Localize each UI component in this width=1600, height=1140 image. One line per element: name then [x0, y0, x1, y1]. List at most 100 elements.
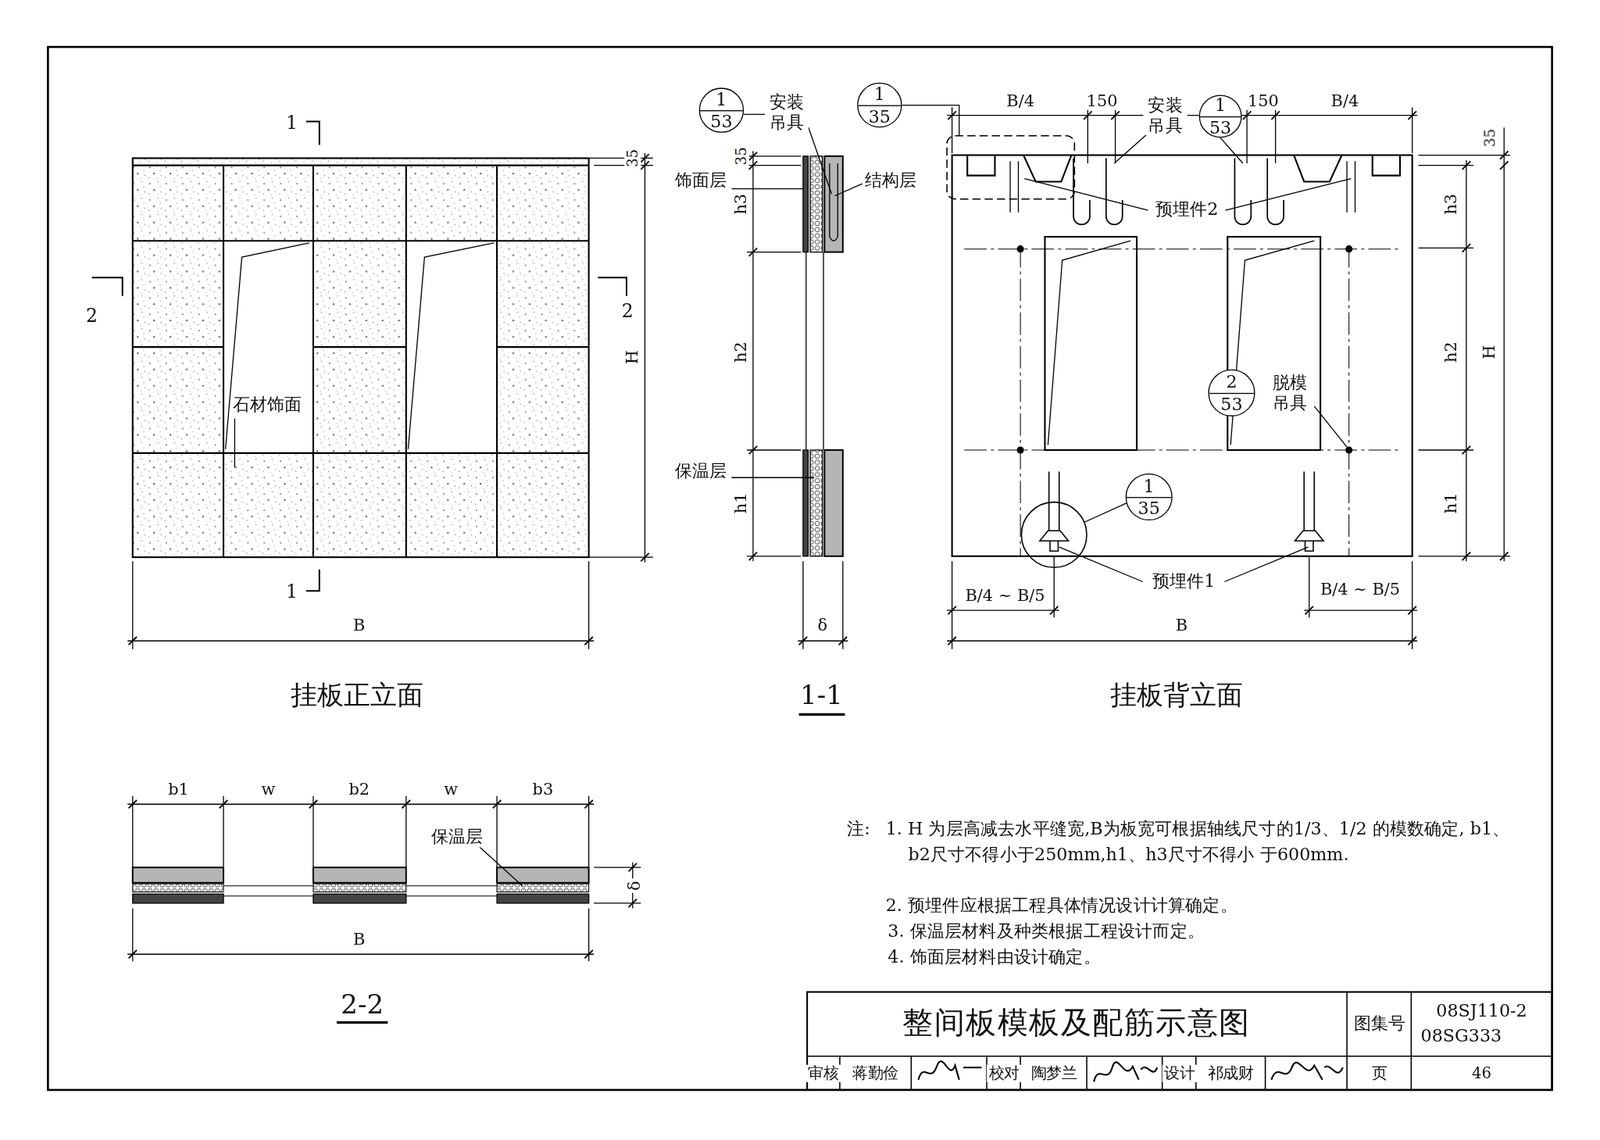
callout-page: 53 [1200, 119, 1241, 137]
title-block-path [1093, 1061, 1158, 1082]
callout-circle: 135 [1125, 473, 1173, 521]
front-elevation-rect [406, 240, 497, 454]
drawing-label: 预埋件2 [1153, 199, 1221, 220]
drawing-label: 保温层 [428, 826, 486, 847]
back-elevation-rect [946, 135, 1075, 200]
drawing-label: 35 [624, 146, 641, 170]
back-elevation-path [1039, 471, 1324, 551]
drawing-label: 审核 [806, 1064, 841, 1083]
drawing-label: B/4 ~ B/5 [1317, 580, 1402, 600]
section-1-1-rect [824, 156, 843, 253]
note-text: 4. 饰面层材料由设计确定。 [885, 943, 1104, 970]
drawing-label: 挂板正立面 [289, 680, 426, 711]
front-elevation-use [584, 636, 593, 645]
callout-divider [1200, 116, 1241, 118]
back-elevation-path [1418, 127, 1511, 561]
section-2-2-rect [313, 883, 407, 892]
drawing-label: 石材饰面 [230, 395, 304, 416]
back-elevation-use [1271, 110, 1279, 119]
drawing-label: 2 [83, 305, 100, 327]
drawing-label: 校对 [986, 1064, 1022, 1083]
callout-text: 1 [1143, 475, 1155, 497]
drawing-label: 结构层 [862, 170, 919, 191]
drawing-label: 35 [1481, 126, 1498, 150]
callout-page: 53 [700, 113, 743, 131]
back-elevation-use [1500, 150, 1508, 159]
callout-page: 35 [1126, 500, 1172, 518]
front-elevation-rect [223, 240, 314, 454]
drawing-label: h2 [1441, 339, 1461, 365]
drawing-label: 祁成财 [1205, 1064, 1256, 1083]
callout-circle: 153 [1199, 94, 1243, 138]
back-elevation-circle [1346, 446, 1353, 454]
section-1-1-use [749, 152, 758, 161]
drawing-label: 08SG333 [1418, 1025, 1504, 1047]
drawing-label: δ [625, 878, 644, 893]
leader-lines-path [479, 846, 523, 886]
back-elevation-rect [1044, 236, 1137, 450]
drawing-label: 饰面层 [672, 170, 729, 191]
section-2-2-rect [496, 893, 590, 904]
section-1-1-rect [810, 450, 823, 557]
section-2-2-use [628, 863, 637, 872]
callout-divider [700, 110, 743, 111]
drawing-label: 蒋勤俭 [850, 1064, 901, 1083]
callout-page: 53 [1209, 396, 1254, 414]
section-1-1-path [829, 163, 838, 241]
front-elevation-use [640, 553, 649, 561]
section-1-1-use [749, 552, 758, 561]
back-elevation-path [946, 556, 1418, 650]
back-elevation-use [947, 606, 956, 615]
section-2-2-use [584, 800, 593, 808]
drawing-label: 挂板背立面 [1107, 680, 1245, 711]
back-elevation-path [1047, 240, 1315, 445]
note-text: 2. 预埋件应根据工程具体情况设计计算确定。 [885, 892, 1533, 919]
back-elevation-use [1407, 636, 1416, 645]
leader-lines [234, 105, 1351, 886]
drawing-label: B/4 [1328, 91, 1361, 111]
back-elevation-circle [1346, 246, 1353, 253]
callout-number: 2 [1209, 373, 1254, 391]
callout-text: 53 [1220, 393, 1243, 415]
callout-divider [857, 105, 901, 107]
drawing-label: 1-1 [797, 680, 845, 711]
callout-text: 2 [1225, 371, 1237, 392]
callout-circle: 253 [1207, 369, 1255, 417]
drawing-label: 2 [619, 300, 636, 322]
back-elevation-use [1462, 160, 1471, 169]
drawing-label: 安装 吊具 [1142, 95, 1187, 136]
callout-number: 1 [1126, 477, 1172, 495]
section-1-1-use [749, 160, 758, 169]
section-2-2-use [628, 899, 637, 908]
drawing-label: B/4 [1004, 91, 1037, 111]
back-elevation-use [1462, 243, 1471, 252]
front-elevation [92, 121, 654, 649]
callout-text: 1 [715, 89, 727, 110]
section-1-1-rect [803, 156, 809, 253]
drawing-label: B [350, 930, 368, 950]
section-1-1-path [336, 714, 845, 1022]
section-2-2-rect [132, 883, 224, 892]
callout-number: 1 [857, 85, 901, 104]
front-elevation-use [640, 160, 649, 169]
leader-lines-path [731, 183, 862, 478]
drawing-label: 设计 [1162, 1064, 1197, 1083]
section-1-1-use [749, 446, 758, 454]
back-elevation-use [1407, 606, 1416, 615]
drawing-label: b3 [530, 780, 556, 800]
section-1-1-use [799, 636, 808, 645]
drawing-label: 图集号 [1351, 1013, 1408, 1034]
leader-lines-path [1083, 406, 1347, 523]
title-block-path [918, 1060, 983, 1080]
callout-text: 1 [874, 83, 886, 104]
drawing-label: h3 [731, 191, 750, 217]
drawing-label: 安装 吊具 [764, 92, 809, 133]
front-elevation-use [640, 153, 649, 162]
note-text: 3. 保温层材料及种类根据工程设计而定。 [885, 918, 1208, 945]
drawing-label: 脱模 吊具 [1267, 372, 1312, 413]
drawing-label: B/4 ~ B/5 [963, 586, 1047, 606]
drawing-label: 页 [1369, 1064, 1390, 1083]
drawing-label: b2 [346, 780, 372, 800]
back-elevation-use [1462, 446, 1471, 454]
